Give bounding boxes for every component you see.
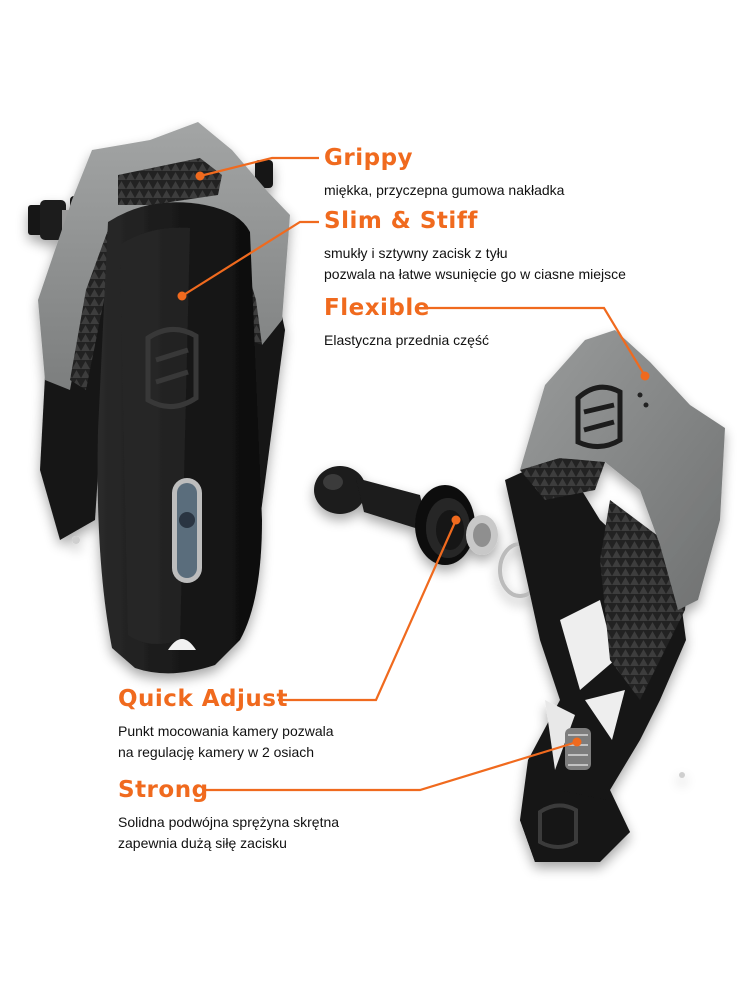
camera-mount-knob: [314, 466, 475, 565]
feature-title: Grippy: [324, 145, 414, 171]
feature-desc-line: zapewnia dużą siłę zacisku: [118, 835, 287, 851]
grip-jaw-front: [520, 330, 725, 610]
clip-front-view: [314, 330, 725, 862]
callout-line-grippy: [199, 156, 319, 178]
callout-lines: [177, 156, 650, 792]
feature-desc-line: Punkt mocowania kamery pozwala: [118, 723, 334, 739]
feature-desc-line: pozwala na łatwe wsunięcie go w ciasne m…: [324, 266, 626, 282]
feature-flexible: Flexible Elastyczna przednia część: [324, 297, 489, 351]
callout-line-quick: [278, 519, 458, 702]
clip-back-view: [28, 122, 290, 674]
feature-desc-line: na regulację kamery w 2 osiach: [118, 744, 315, 760]
feature-desc: Elastyczna przednia część: [324, 330, 489, 351]
logo-foot: [538, 803, 578, 849]
logo-back: [145, 327, 199, 409]
feature-grippy: Grippy miękka, przyczepna gumowa nakładk…: [324, 147, 564, 201]
callout-line-strong: [204, 740, 578, 792]
feature-desc-line: Solidna podwójna sprężyna skrętna: [118, 814, 340, 830]
feature-title: Quick Adjust: [118, 686, 288, 712]
feature-desc-line: smukły i sztywny zacisk z tyłu: [324, 245, 508, 261]
feature-title: Flexible: [324, 295, 430, 321]
feature-desc: Punkt mocowania kamery pozwala na regula…: [118, 721, 334, 763]
feature-desc: smukły i sztywny zacisk z tyłu pozwala n…: [324, 243, 626, 285]
grip-frame-back: [38, 122, 290, 390]
feature-desc: Solidna podwójna sprężyna skrętna zapewn…: [118, 812, 339, 854]
callout-line-flexible: [423, 306, 646, 377]
feature-title: Strong: [118, 777, 209, 803]
feature-strong: Strong Solidna podwójna sprężyna skrętna…: [118, 779, 339, 854]
feature-desc: miękka, przyczepna gumowa nakładka: [324, 180, 564, 201]
torsion-spring: [565, 728, 591, 770]
logo-front: [575, 384, 623, 449]
feature-slim-stiff: Slim & Stiff smukły i sztywny zacisk z t…: [324, 210, 626, 285]
feature-desc-line: Elastyczna przednia część: [324, 332, 489, 348]
feature-desc-line: miękka, przyczepna gumowa nakładka: [324, 182, 565, 198]
feature-quick-adjust: Quick Adjust Punkt mocowania kamery pozw…: [118, 688, 334, 763]
callout-line-slim: [181, 220, 319, 297]
feature-title: Slim & Stiff: [324, 208, 478, 234]
